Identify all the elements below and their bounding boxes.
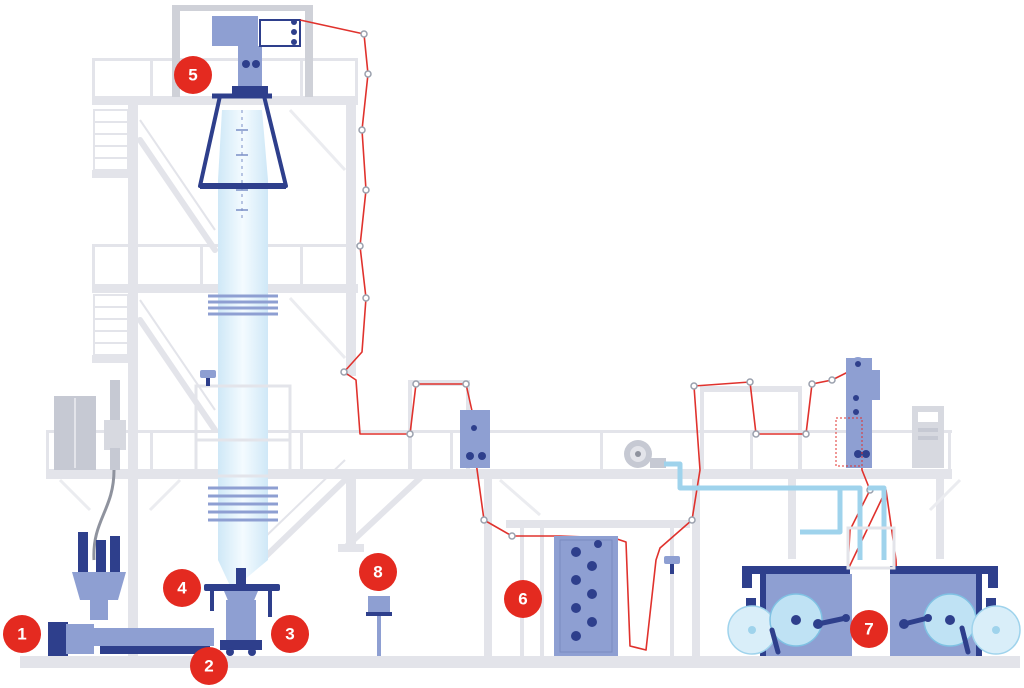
marker-7-label: 7 — [864, 620, 873, 639]
floor — [20, 656, 1020, 668]
calibration-basket-lower — [208, 486, 278, 522]
feed-tube — [92, 469, 116, 561]
marker-1-label: 1 — [17, 625, 26, 644]
film-path-treatment — [559, 369, 853, 651]
winder-guide-box — [835, 417, 863, 467]
winding-arm-hubs — [813, 614, 932, 629]
marker-5[interactable]: 5 — [174, 56, 212, 94]
bubble-cage — [194, 384, 292, 478]
side-sensor-icon — [664, 556, 680, 574]
marker-6-label: 6 — [518, 590, 527, 609]
winding-tower — [846, 357, 880, 468]
marker-5-label: 5 — [188, 66, 197, 85]
marker-4-label: 4 — [177, 579, 187, 598]
blow-head — [220, 568, 262, 656]
tower-braces — [288, 108, 347, 360]
bubble-ticks — [236, 129, 248, 211]
air-ring — [204, 584, 280, 617]
marker-1[interactable]: 1 — [3, 615, 41, 653]
marker-2-label: 2 — [204, 657, 213, 676]
platform-braces — [58, 478, 962, 517]
camera-sensor-icon — [200, 370, 216, 386]
winder-control-panel — [912, 406, 944, 468]
marker-7[interactable]: 7 — [850, 610, 888, 648]
haul-off-unit — [172, 5, 313, 97]
marker-2[interactable]: 2 — [190, 647, 228, 685]
dosing-hoppers — [72, 532, 126, 620]
marker-8-label: 8 — [373, 563, 382, 582]
blower-fan-icon — [624, 440, 666, 468]
marker-3-label: 3 — [285, 625, 294, 644]
roller-stack-unit — [554, 536, 618, 656]
marker-8[interactable]: 8 — [359, 553, 397, 591]
control-cabinet — [54, 396, 96, 470]
marker-6[interactable]: 6 — [504, 580, 542, 618]
winder-guide-frame — [846, 526, 896, 570]
extruder — [48, 622, 214, 656]
film-bubble — [218, 110, 268, 590]
corona-treater — [460, 410, 490, 468]
operator-terminal — [366, 596, 392, 656]
tower-stairs — [137, 137, 423, 563]
marker-4[interactable]: 4 — [163, 569, 201, 607]
guide-rollers — [340, 30, 874, 540]
calibration-basket-upper — [208, 294, 278, 316]
main-platform — [46, 380, 952, 656]
marker-3[interactable]: 3 — [271, 615, 309, 653]
air-ducts — [664, 461, 887, 560]
material-feeder — [104, 380, 126, 470]
tower-ladders — [93, 109, 129, 356]
collapsing-frame — [198, 93, 288, 189]
